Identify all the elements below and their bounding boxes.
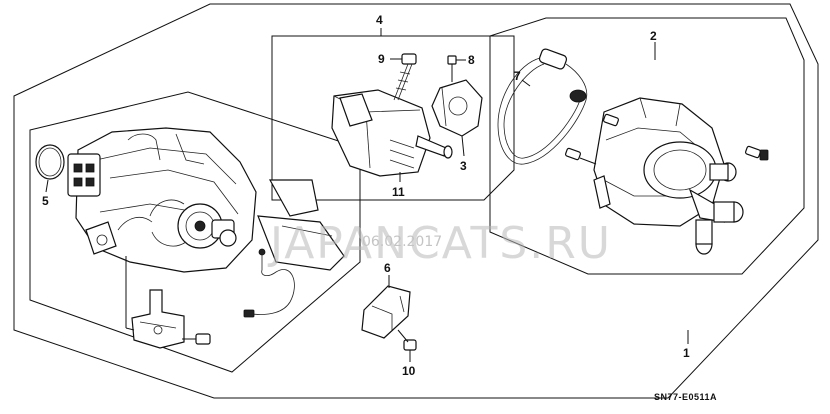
bolt-part-9 bbox=[393, 53, 417, 101]
shaft bbox=[415, 135, 453, 159]
cap-group-boundary bbox=[489, 17, 805, 275]
igniter-group-boundary bbox=[271, 35, 515, 201]
cover-plate bbox=[257, 179, 345, 271]
housing-group-boundary bbox=[29, 91, 361, 373]
igniter-part-6 bbox=[361, 285, 411, 339]
rotor-part-3 bbox=[431, 79, 483, 137]
callout-7: 7 bbox=[514, 69, 521, 83]
watermark-text: JAPANCATS.RU bbox=[267, 218, 612, 269]
callout-6: 6 bbox=[384, 261, 391, 275]
callout-2: 2 bbox=[650, 29, 657, 43]
watermark-date: 06.02.2017 bbox=[362, 234, 442, 250]
bolt-part-10 bbox=[397, 329, 417, 351]
distributor-cap bbox=[593, 97, 744, 255]
bracket-bolt bbox=[182, 333, 211, 345]
o-ring-part-5 bbox=[35, 144, 65, 180]
cap-screw-mid bbox=[565, 147, 597, 165]
callout-11: 11 bbox=[392, 185, 405, 199]
cap-screw-left bbox=[603, 113, 619, 127]
igniter-unit-part-11 bbox=[331, 89, 431, 177]
ground-wire bbox=[243, 248, 295, 318]
cap-seal-part-7 bbox=[497, 48, 588, 165]
outer-assembly-boundary bbox=[13, 3, 819, 399]
screw-part-8 bbox=[447, 55, 457, 82]
housing-connector bbox=[67, 153, 101, 197]
callout-9: 9 bbox=[378, 52, 385, 66]
mounting-bracket bbox=[131, 289, 185, 349]
callout-5: 5 bbox=[42, 194, 49, 208]
callout-4: 4 bbox=[376, 13, 383, 27]
callout-8: 8 bbox=[468, 53, 475, 67]
distributor-housing bbox=[75, 127, 257, 273]
callout-10: 10 bbox=[402, 364, 416, 378]
diagram-code: SN77-E0511A bbox=[654, 392, 717, 402]
cap-screw-right bbox=[745, 145, 769, 161]
callout-3: 3 bbox=[460, 159, 467, 173]
callout-1: 1 bbox=[683, 346, 690, 360]
